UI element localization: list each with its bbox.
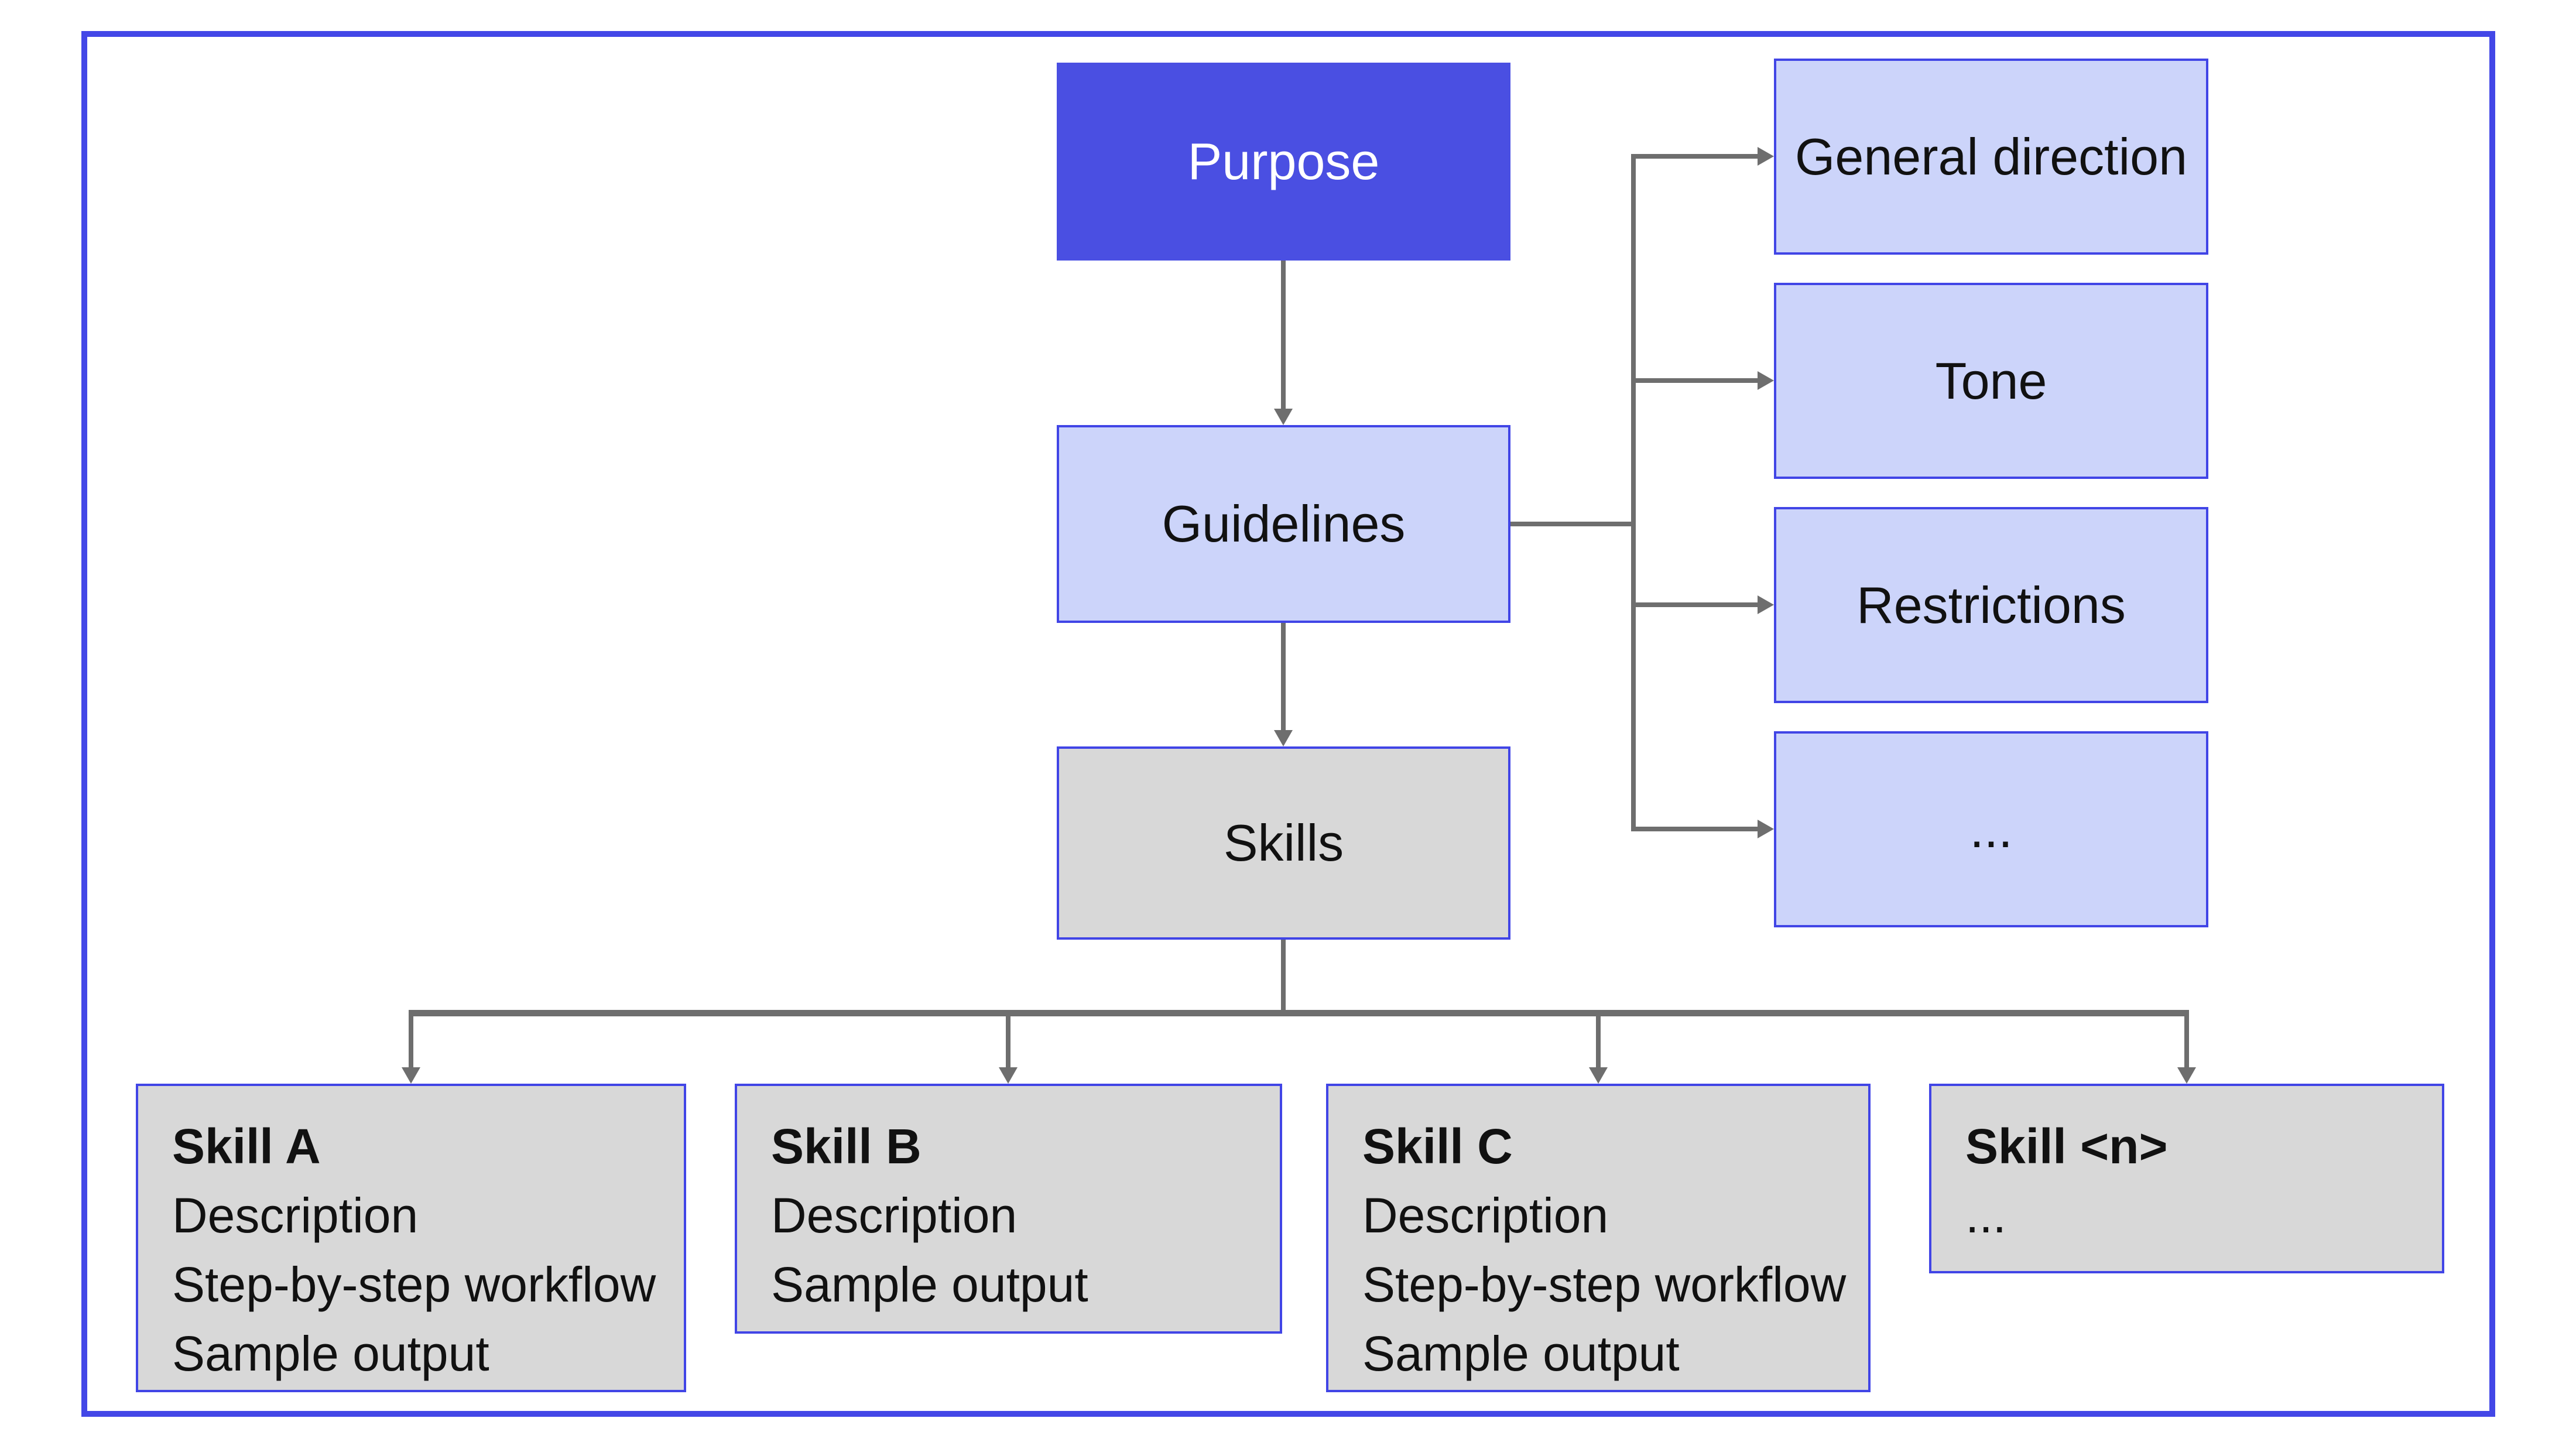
arrowhead-guidelines-to-skills — [1274, 730, 1293, 746]
card-skill-a-line: Sample output — [172, 1326, 489, 1381]
outer-frame — [81, 31, 2495, 1417]
node-restrictions: Restrictions — [1774, 507, 2208, 703]
arrowhead-tone — [1758, 371, 1774, 390]
card-skill-c-line: Step-by-step workflow — [1362, 1257, 1847, 1312]
card-skill-b: Skill B Description Sample output — [735, 1084, 1282, 1334]
connector-purpose-to-guidelines — [1281, 261, 1286, 410]
connector-skills-to-bar — [1281, 940, 1286, 1016]
arrowhead-ellipsis — [1758, 820, 1774, 838]
card-skill-c: Skill C Description Step-by-step workflo… — [1326, 1084, 1871, 1392]
arrowhead-skill-a — [402, 1067, 420, 1084]
card-skill-c-title: Skill C — [1362, 1119, 1513, 1174]
connector-guidelines-to-trunk — [1510, 522, 1636, 526]
card-skill-a-line: Description — [172, 1188, 419, 1243]
node-aspect-ellipsis-label: ... — [1969, 800, 2013, 858]
card-skill-c-line: Description — [1362, 1188, 1609, 1243]
connector-drop-skill-a — [409, 1016, 413, 1067]
card-skill-c-line: Sample output — [1362, 1326, 1680, 1381]
arrowhead-skill-c — [1589, 1067, 1608, 1084]
connector-distribution-bar — [409, 1010, 2189, 1016]
connector-branch-ellipsis — [1631, 827, 1758, 831]
connector-drop-skill-n — [2184, 1016, 2189, 1067]
connector-branch-restrictions — [1631, 602, 1758, 607]
node-restrictions-label: Restrictions — [1856, 576, 2126, 634]
node-tone-label: Tone — [1935, 351, 2047, 410]
connector-guidelines-to-skills — [1281, 623, 1286, 731]
card-skill-n-line: ... — [1965, 1188, 2007, 1243]
node-general-direction-label: General direction — [1794, 127, 2188, 186]
card-skill-a-line: Step-by-step workflow — [172, 1257, 656, 1312]
card-skill-b-line: Sample output — [771, 1257, 1088, 1312]
arrowhead-purpose-to-guidelines — [1274, 409, 1293, 425]
card-skill-b-line: Description — [771, 1188, 1018, 1243]
card-skill-n: Skill <n> ... — [1929, 1084, 2444, 1273]
node-purpose: Purpose — [1057, 63, 1510, 261]
card-skill-n-title: Skill <n> — [1965, 1119, 2168, 1174]
arrowhead-general-direction — [1758, 147, 1774, 166]
node-guidelines-label: Guidelines — [1162, 495, 1406, 553]
node-general-direction: General direction — [1774, 59, 2208, 255]
node-aspect-ellipsis: ... — [1774, 731, 2208, 927]
node-tone: Tone — [1774, 283, 2208, 479]
card-skill-a: Skill A Description Step-by-step workflo… — [136, 1084, 686, 1392]
card-skill-a-title: Skill A — [172, 1119, 321, 1174]
node-guidelines: Guidelines — [1057, 425, 1510, 623]
card-skill-b-title: Skill B — [771, 1119, 922, 1174]
node-skills-label: Skills — [1223, 814, 1344, 872]
arrowhead-skill-n — [2177, 1067, 2196, 1084]
connector-trunk-vertical — [1631, 154, 1636, 831]
arrowhead-restrictions — [1758, 595, 1774, 614]
connector-drop-skill-b — [1006, 1016, 1010, 1067]
node-skills: Skills — [1057, 746, 1510, 940]
connector-drop-skill-c — [1596, 1016, 1601, 1067]
connector-branch-general-direction — [1631, 154, 1758, 159]
arrowhead-skill-b — [999, 1067, 1018, 1084]
connector-branch-tone — [1631, 378, 1758, 383]
node-purpose-label: Purpose — [1187, 132, 1380, 190]
